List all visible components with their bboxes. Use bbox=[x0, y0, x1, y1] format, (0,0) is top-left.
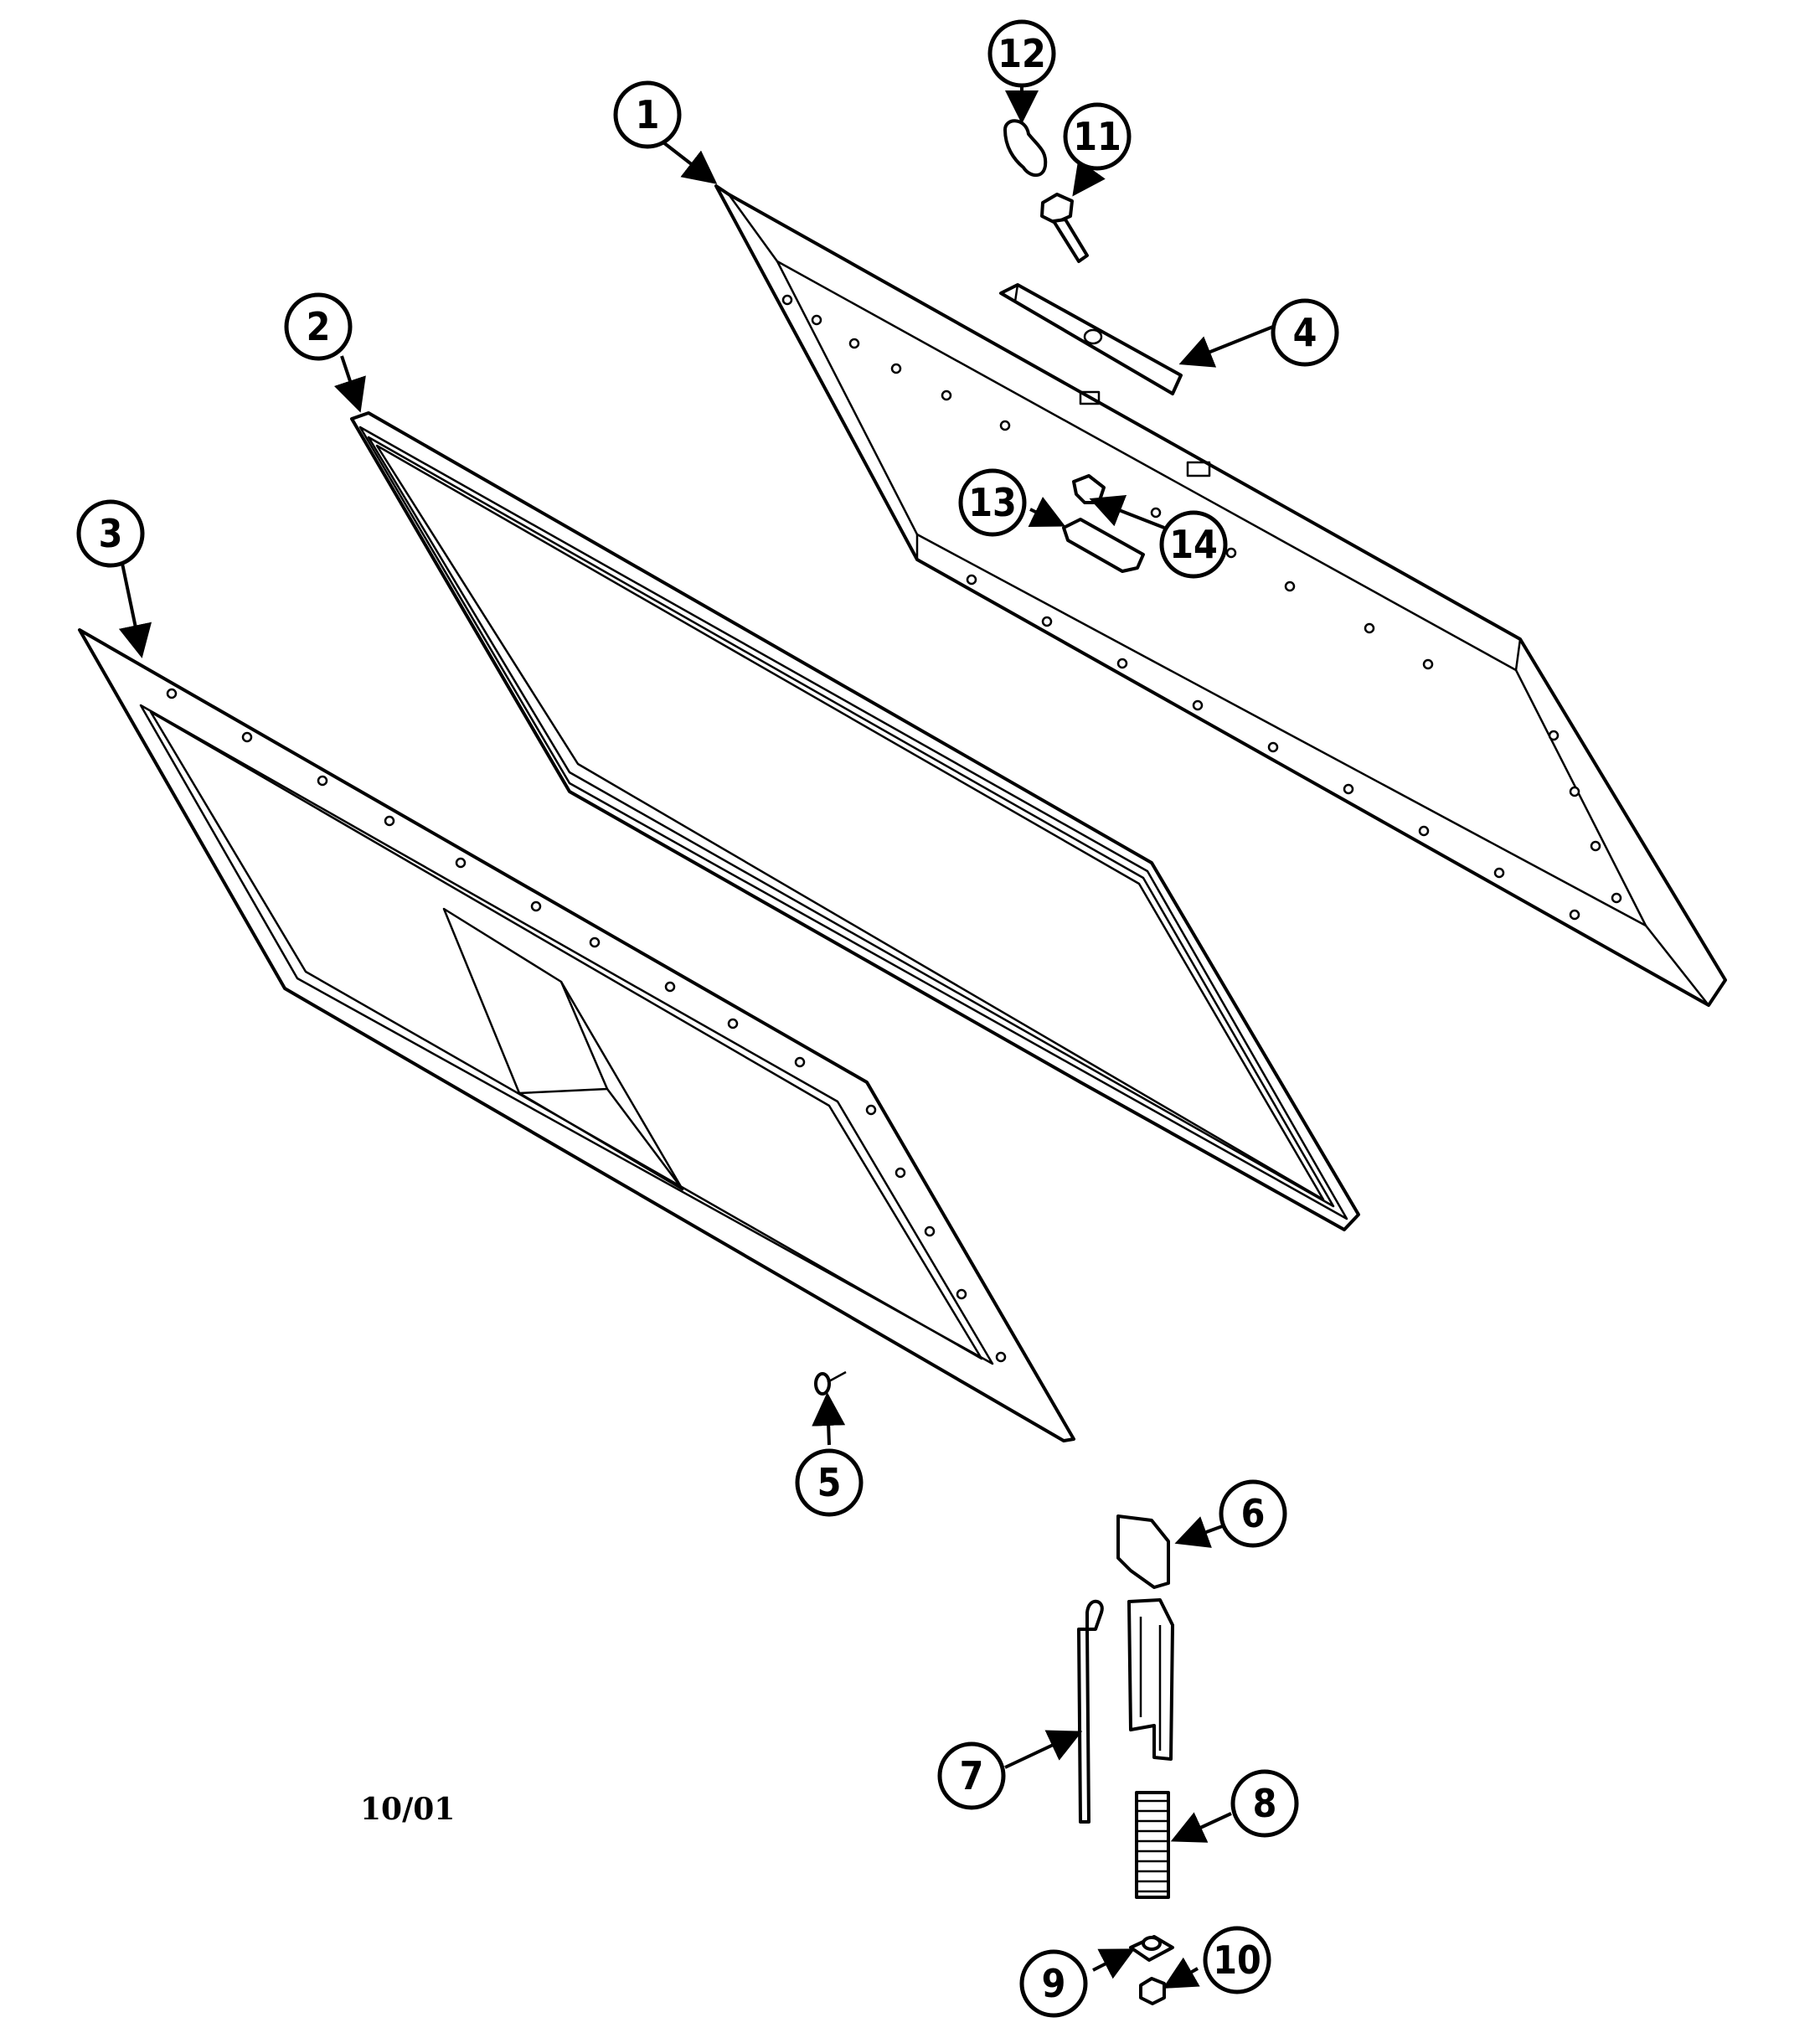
svg-text:5: 5 bbox=[817, 1460, 842, 1505]
svg-text:2: 2 bbox=[307, 304, 331, 349]
callout-11: 11 bbox=[1063, 102, 1132, 171]
svg-text:7: 7 bbox=[960, 1753, 984, 1798]
part-3-inner-panel bbox=[78, 628, 1075, 1442]
svg-text:9: 9 bbox=[1042, 1961, 1066, 2006]
part-1-door-frame bbox=[714, 184, 1727, 1007]
part-2-gasket bbox=[350, 411, 1360, 1231]
part-11-bolt bbox=[1040, 193, 1089, 263]
part-12-clip bbox=[1003, 119, 1048, 178]
part-13-strike bbox=[1062, 518, 1145, 573]
part-5-screw bbox=[814, 1370, 847, 1396]
callout-2: 2 bbox=[284, 292, 353, 361]
svg-text:11: 11 bbox=[1073, 114, 1121, 159]
svg-text:10: 10 bbox=[1213, 1937, 1261, 1983]
svg-text:12: 12 bbox=[998, 31, 1046, 76]
leader-lines bbox=[118, 84, 1274, 1989]
callout-7: 7 bbox=[937, 1741, 1006, 1810]
svg-text:1: 1 bbox=[636, 92, 660, 137]
callouts: 1 2 3 4 5 6 7 8 bbox=[76, 19, 1339, 2018]
callout-4: 4 bbox=[1271, 298, 1339, 367]
svg-text:14: 14 bbox=[1169, 522, 1218, 567]
callout-13: 13 bbox=[958, 468, 1027, 537]
svg-text:13: 13 bbox=[968, 480, 1017, 525]
date-code: 10/01 bbox=[360, 1792, 455, 1827]
callout-1: 1 bbox=[613, 80, 682, 149]
part-1-holes bbox=[781, 294, 1622, 921]
callout-12: 12 bbox=[987, 19, 1056, 88]
callout-5: 5 bbox=[795, 1448, 864, 1517]
part-9-washer bbox=[1129, 1935, 1174, 1962]
part-4-latch-bracket bbox=[999, 283, 1183, 395]
part-6-hinge bbox=[1116, 1514, 1174, 1761]
part-3-holes bbox=[166, 688, 1007, 1363]
svg-text:3: 3 bbox=[99, 511, 123, 556]
svg-text:4: 4 bbox=[1293, 310, 1317, 355]
callout-10: 10 bbox=[1203, 1926, 1271, 1994]
part-8-spring bbox=[1135, 1791, 1170, 1899]
part-10-nut bbox=[1139, 1977, 1166, 2005]
svg-text:8: 8 bbox=[1253, 1781, 1277, 1826]
callout-6: 6 bbox=[1219, 1479, 1287, 1548]
part-7-hinge-rod bbox=[1077, 1599, 1104, 1824]
svg-text:6: 6 bbox=[1241, 1491, 1266, 1536]
callout-14: 14 bbox=[1159, 510, 1228, 579]
callout-3: 3 bbox=[76, 499, 145, 568]
callout-8: 8 bbox=[1230, 1769, 1299, 1838]
callout-9: 9 bbox=[1019, 1949, 1088, 2018]
